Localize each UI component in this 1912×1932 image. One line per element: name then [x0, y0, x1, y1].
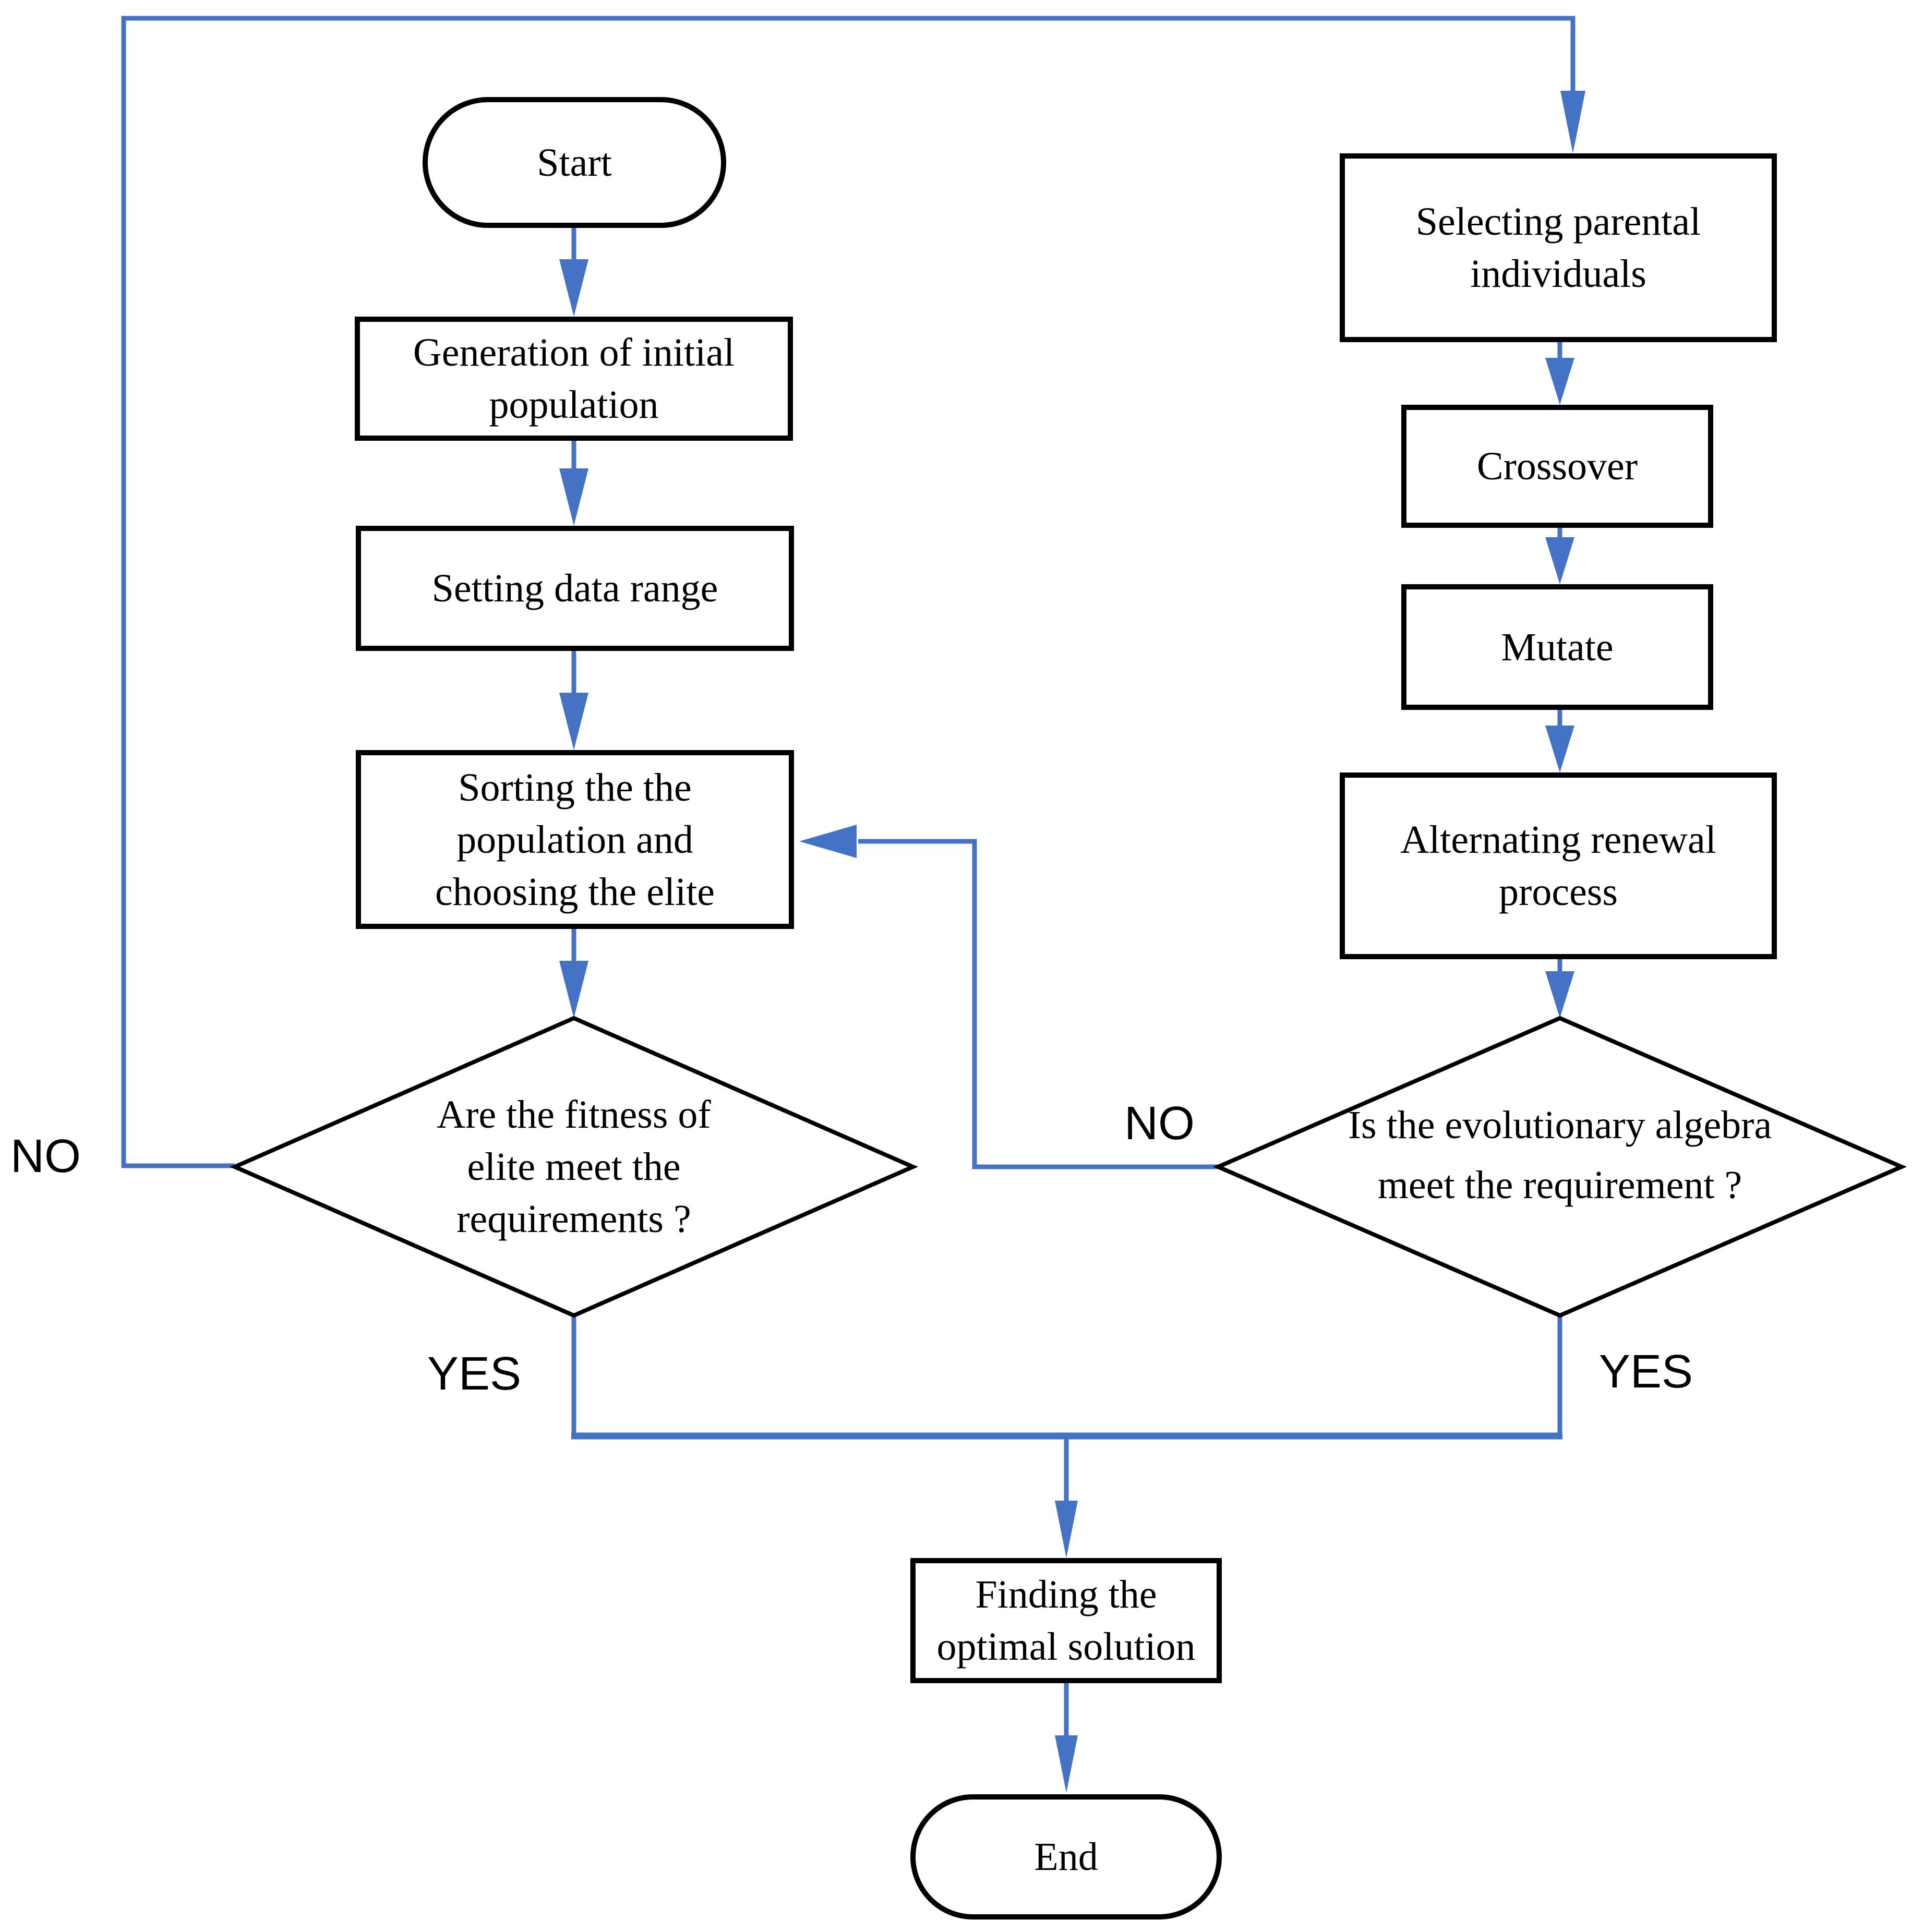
fitness-decision-label: Are the fitness of elite meet the requir… — [437, 1093, 711, 1241]
arrowhead-crossover-mutate — [1545, 537, 1574, 584]
no-label-right: NO — [1124, 1097, 1195, 1150]
finding-box: Finding the optimal solution — [910, 1558, 1222, 1683]
arrowhead-renewal-decision — [1545, 971, 1574, 1018]
algebra-decision-label: Is the evolutionary algebra meet the req… — [1348, 1103, 1772, 1207]
arrowhead-merge-finding — [1055, 1501, 1078, 1558]
mutate-box: Mutate — [1401, 584, 1713, 710]
arrowhead-sorting-decision — [559, 961, 588, 1018]
yes-label-left: YES — [427, 1348, 522, 1400]
arrowhead-loop-selecting — [1560, 91, 1585, 153]
arrowhead-selecting-crossover — [1545, 358, 1574, 405]
yes-label-right: YES — [1598, 1346, 1693, 1398]
arrowhead-no-right-sorting — [799, 825, 857, 858]
arrowhead-mutate-renewal — [1545, 726, 1574, 772]
start-terminal: Start — [423, 97, 726, 228]
arrowhead-generation-setting — [559, 468, 588, 526]
arrowhead-setting-sorting — [559, 693, 588, 750]
algebra-decision-diamond — [1212, 1016, 1907, 1318]
crossover-box: Crossover — [1401, 405, 1713, 528]
edge-no-right-to-sorting — [858, 839, 1218, 1169]
setting-box: Setting data range — [356, 526, 794, 651]
renewal-box: Alternating renewal process — [1340, 772, 1777, 959]
arrowhead-start-generation — [559, 259, 588, 317]
arrowhead-finding-end — [1055, 1735, 1078, 1793]
end-terminal: End — [910, 1794, 1222, 1919]
fitness-decision-diamond — [230, 1016, 918, 1318]
selecting-box: Selecting parental individuals — [1340, 153, 1777, 342]
no-label-left: NO — [10, 1130, 81, 1182]
sorting-box: Sorting the the population and choosing … — [356, 750, 794, 929]
edge-no-loop-left — [121, 16, 1576, 1168]
generation-box: Generation of initial population — [355, 317, 793, 441]
